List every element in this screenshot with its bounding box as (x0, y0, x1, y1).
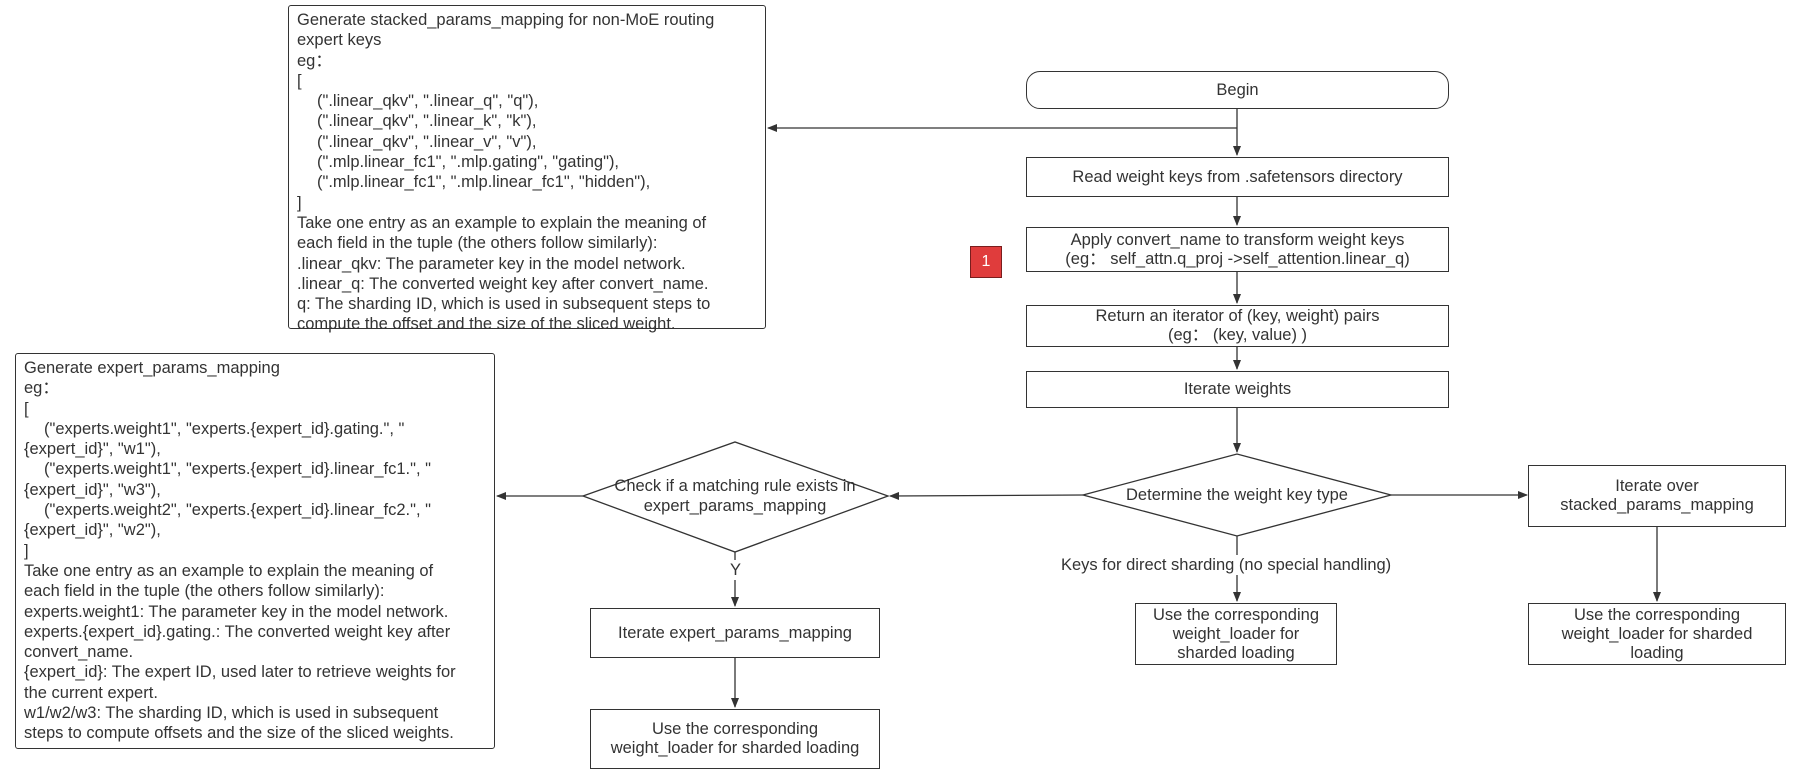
expert-note-line: ("experts.weight2", "experts.{expert_id}… (44, 501, 431, 520)
expert-note-line: {expert_id}", "w1"), (24, 440, 161, 459)
yes-label: Y (730, 560, 742, 580)
expert-note-line: w1/w2/w3: The sharding ID, which is used… (24, 704, 439, 723)
arrow-determine-to-check (889, 491, 1084, 500)
iterator-label-line1: Return an iterator of (key, weight) pair… (1095, 307, 1380, 325)
stacked-note-line: (".linear_qkv", ".linear_q", "q"), (317, 92, 539, 111)
expert-params-note: Generate expert_params_mapping eg：[ ("expe… (15, 353, 495, 749)
direct-sharding-label: Keys for direct sharding (no special han… (1061, 555, 1392, 575)
loader-mid-line2: weight_loader for (1172, 624, 1300, 643)
stacked-note-line: eg： (297, 51, 332, 70)
loader-left-line1: Use the corresponding (651, 720, 818, 738)
expert-note-line: {expert_id}", "w3"), (24, 480, 161, 499)
step-badge: 1 (970, 246, 1002, 278)
stacked-note-line: Take one entry as an example to explain … (297, 213, 707, 232)
iterate-weights-label: Iterate weights (1183, 380, 1292, 398)
check-match-text: Check if a matching rule exists in exper… (590, 476, 880, 516)
iterate-expert-node: Iterate expert_params_mapping (590, 608, 880, 658)
stacked-note-line: Generate stacked_params_mapping for non-… (297, 11, 715, 29)
expert-note-line: experts.weight1: The parameter key in th… (24, 602, 449, 621)
stacked-note-line: compute the offset and the size of the s… (297, 315, 676, 334)
loader-right-line2: weight_loader for sharded (1561, 624, 1753, 643)
convert-label-line2: (eg： self_attn.q_proj ->self_attention.l… (1065, 249, 1410, 268)
expert-note-line: ] (24, 541, 29, 560)
stacked-note-line: [ (297, 71, 302, 90)
convert-label-line1: Apply convert_name to transform weight k… (1070, 230, 1405, 249)
expert-note-line: steps to compute offsets and the size of… (24, 724, 454, 743)
stacked-note-line: q: The sharding ID, which is used in sub… (297, 295, 711, 314)
expert-note-line: convert_name. (24, 643, 134, 662)
loader-right-line3: loading (1630, 643, 1684, 662)
stacked-note-line: .linear_q: The converted weight key afte… (297, 274, 709, 293)
stacked-note-line: each field in the tuple (the others foll… (297, 234, 658, 253)
stacked-note-line: expert keys (297, 31, 382, 50)
stacked-note-line: .linear_qkv: The parameter key in the mo… (297, 254, 686, 273)
convert-node: Apply convert_name to transform weight k… (1026, 227, 1449, 272)
loader-mid-line1: Use the corresponding (1152, 605, 1319, 624)
stacked-params-note: Generate stacked_params_mapping for non-… (288, 5, 766, 333)
expert-note-line: ("experts.weight1", "experts.{expert_id}… (44, 460, 431, 479)
iterate-weights-node: Iterate weights (1026, 371, 1449, 408)
loader-left-node: Use the corresponding weight_loader for … (590, 709, 880, 769)
determine-label: Determine the weight key type (1126, 486, 1348, 504)
stacked-note-line: (".mlp.linear_fc1", ".mlp.gating", "gati… (317, 153, 620, 172)
iterator-label-line2: (eg： (key, value) ) (1167, 326, 1308, 344)
stacked-note-line: (".mlp.linear_fc1", ".mlp.linear_fc1", "… (317, 173, 651, 192)
stacked-note-line: (".linear_qkv", ".linear_k", "k"), (317, 112, 537, 131)
stacked-note-line: (".linear_qkv", ".linear_v", "v"), (317, 132, 537, 151)
expert-note-line: [ (24, 399, 29, 418)
expert-note-line: Generate expert_params_mapping (24, 359, 280, 377)
iterate-expert-label: Iterate expert_params_mapping (618, 623, 852, 642)
iterator-node: Return an iterator of (key, weight) pair… (1026, 305, 1449, 347)
expert-note-line: eg： (24, 379, 59, 398)
expert-note-line: {expert_id}", "w2"), (24, 521, 161, 540)
read-keys-node: Read weight keys from .safetensors direc… (1026, 157, 1449, 197)
iterate-stacked-node: Iterate over stacked_params_mapping (1528, 465, 1786, 527)
loader-left-line2: weight_loader for sharded loading (610, 739, 860, 757)
expert-note-line: {expert_id}: The expert ID, used later t… (24, 663, 456, 682)
expert-note-line: Take one entry as an example to explain … (24, 561, 434, 580)
expert-note-line: each field in the tuple (the others foll… (24, 582, 385, 601)
stacked-note-line: ] (297, 193, 302, 212)
expert-note-line: the current expert. (24, 683, 158, 702)
loader-mid-node: Use the corresponding weight_loader for … (1135, 603, 1337, 665)
expert-note-line: ("experts.weight1", "experts.{expert_id}… (44, 419, 405, 438)
read-keys-label: Read weight keys from .safetensors direc… (1072, 167, 1403, 186)
expert-note-line: experts.{expert_id}.gating.: The convert… (24, 622, 451, 641)
loader-right-node: Use the corresponding weight_loader for … (1528, 603, 1786, 665)
begin-node: Begin (1026, 71, 1449, 109)
determine-text: Determine the weight key type (1093, 485, 1381, 505)
iterate-stacked-line1: Iterate over (1615, 477, 1699, 495)
begin-node-label: Begin (1216, 80, 1259, 99)
iterate-stacked-line2: stacked_params_mapping (1560, 496, 1754, 514)
loader-mid-line3: sharded loading (1177, 643, 1295, 662)
check-match-label-line1: Check if a matching rule exists in (614, 477, 856, 495)
loader-right-line1: Use the corresponding (1573, 605, 1740, 624)
check-match-diamond (581, 441, 890, 553)
check-match-label-line2: expert_params_mapping (643, 497, 827, 515)
